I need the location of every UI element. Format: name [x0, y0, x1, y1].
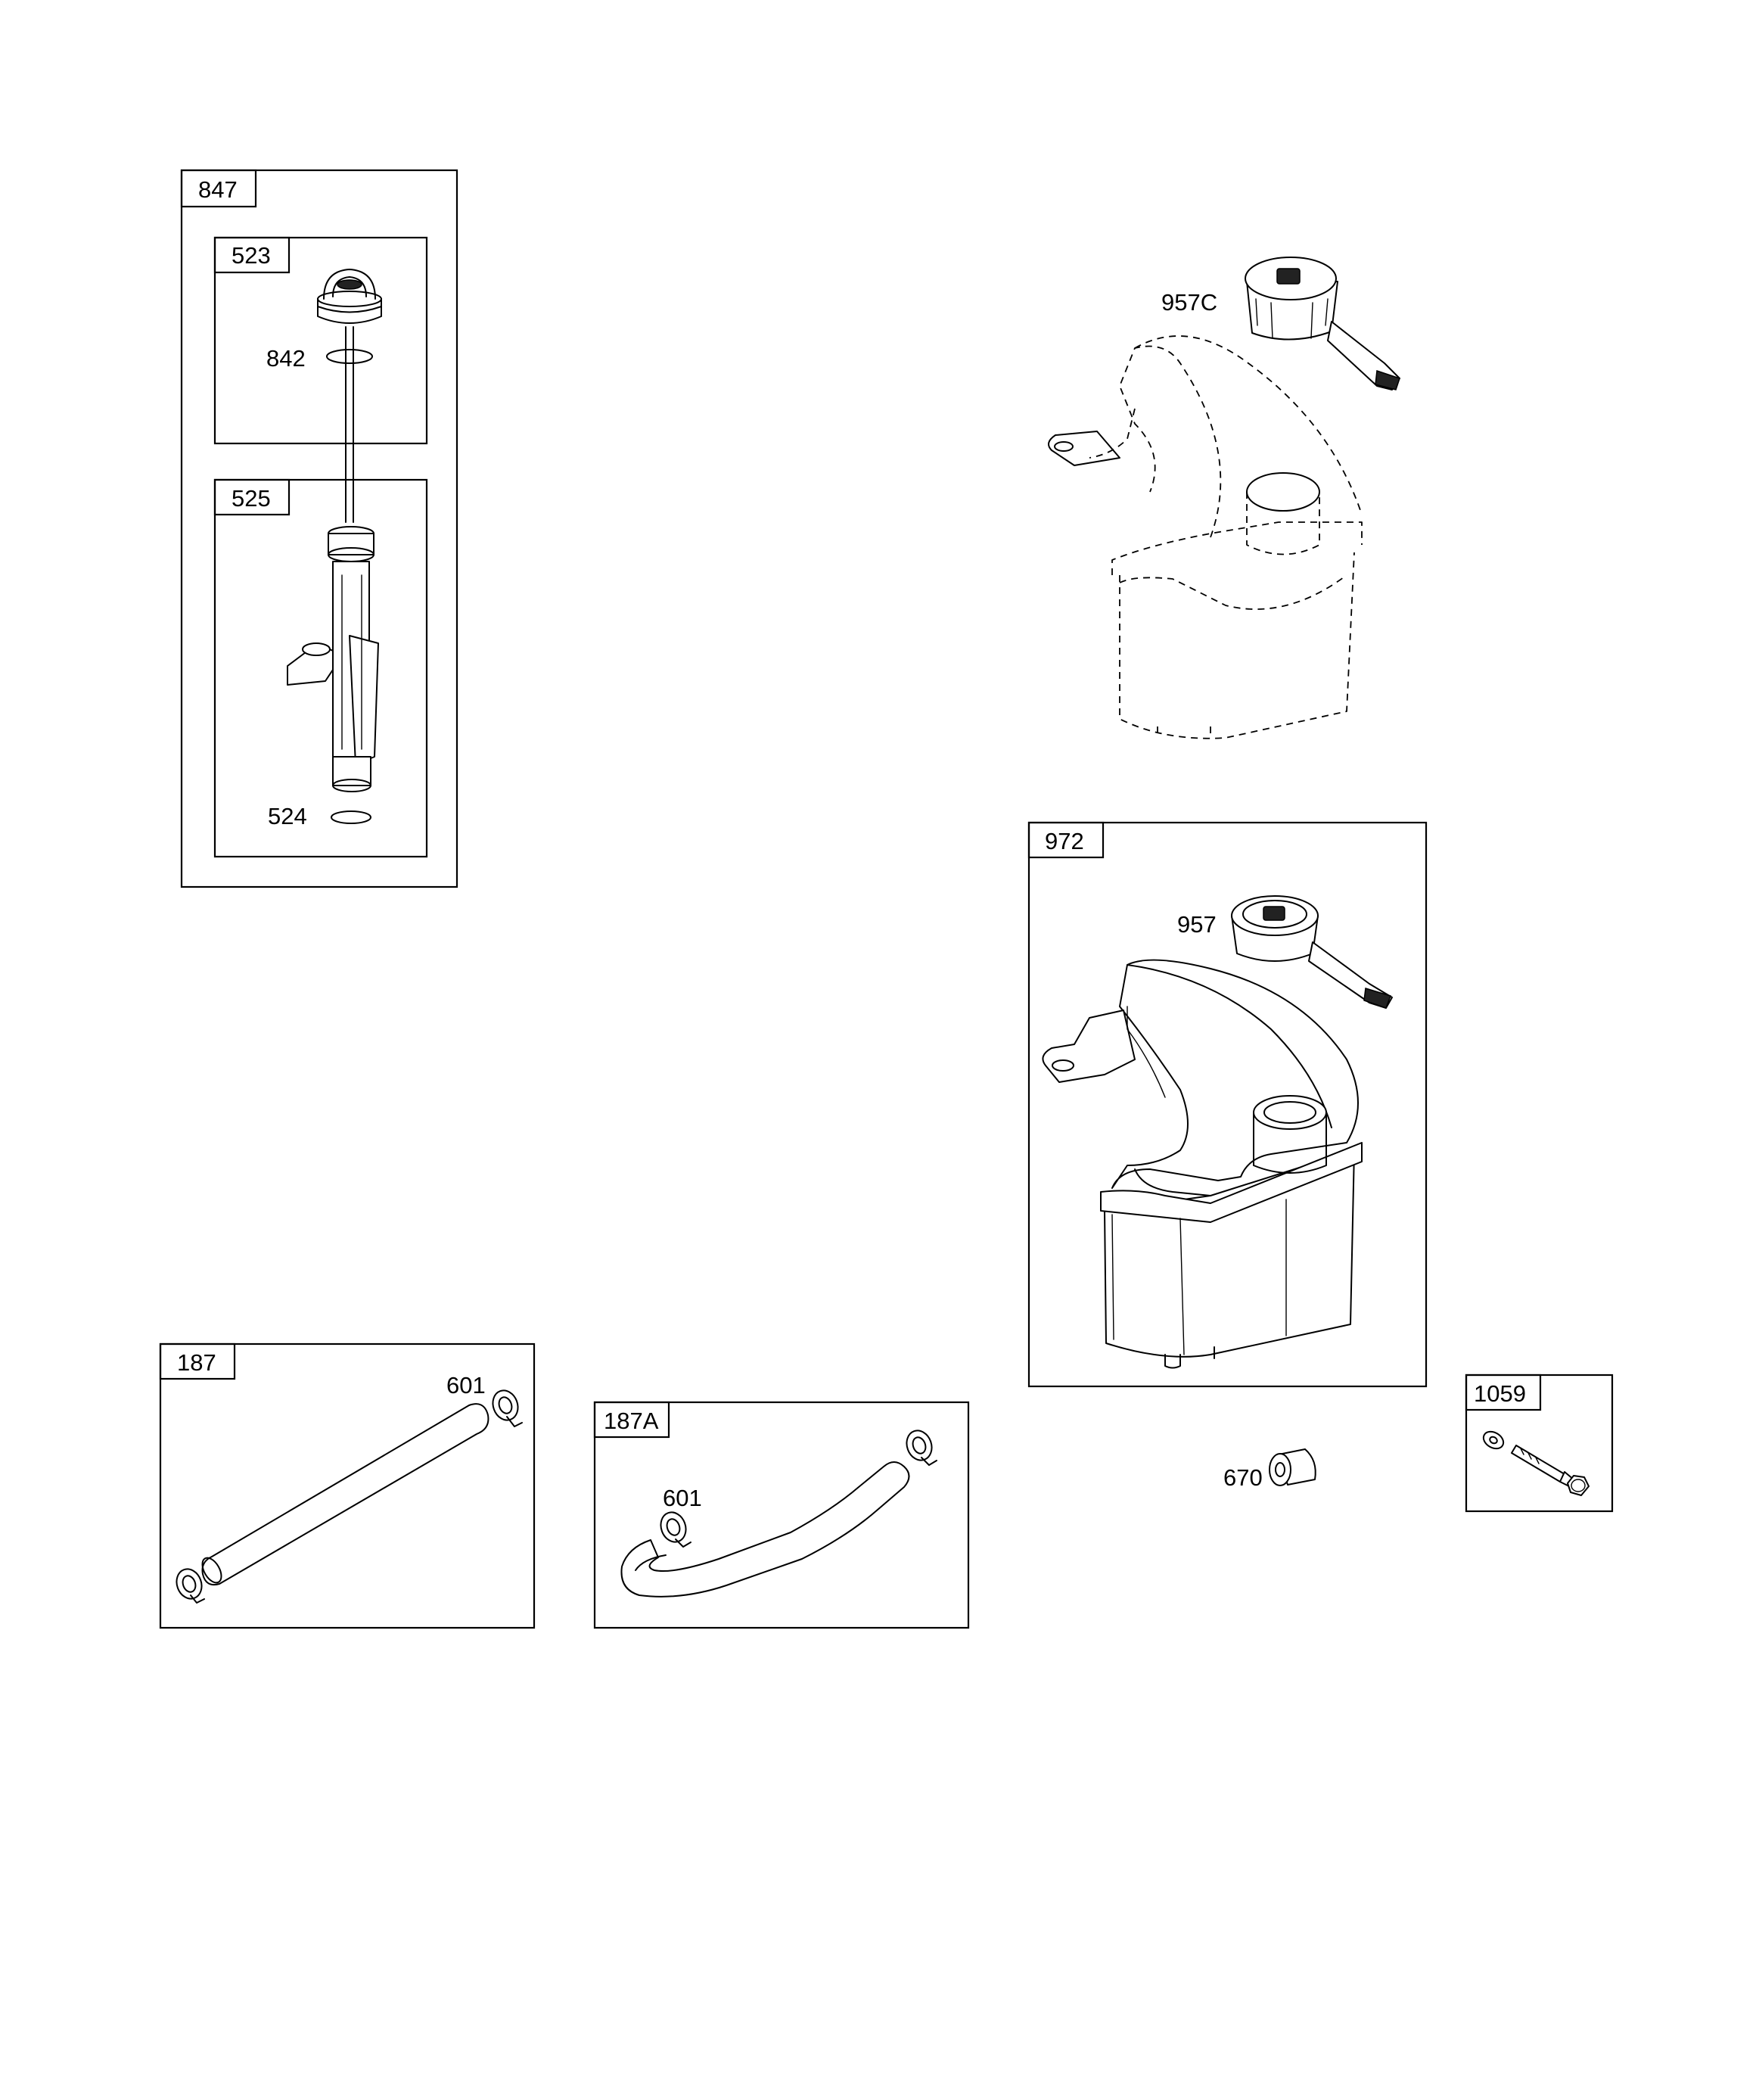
kit-187-group: 187 601 — [159, 1342, 536, 1629]
kit-525-label-box — [213, 478, 291, 516]
part-601-b-label: 601 — [663, 1485, 702, 1511]
kit-1059-label: 1059 — [1474, 1380, 1526, 1407]
straight-fuel-line-drawing — [201, 1403, 489, 1586]
kit-1059-label-box — [1465, 1374, 1542, 1411]
fuel-tank-972-drawing — [1042, 959, 1363, 1369]
dipstick-cap-drawing — [317, 269, 382, 324]
kit-523-label: 523 — [232, 242, 271, 269]
kit-187-label-box — [159, 1342, 236, 1380]
kit-525-frame — [213, 478, 428, 858]
kit-847-frame — [180, 169, 458, 888]
fuel-cap-957C-drawing — [1245, 257, 1400, 390]
kit-187-frame — [159, 1342, 536, 1629]
part-670-group: 670 — [1223, 1448, 1316, 1491]
kit-847-label-box — [180, 169, 257, 208]
kit-523-label-box — [213, 236, 291, 274]
hose-clamp-right — [906, 1430, 937, 1466]
kit-972-label: 972 — [1045, 828, 1084, 854]
kit-972-group: 972 957 — [1027, 821, 1428, 1388]
kit-187-label: 187 — [177, 1349, 216, 1376]
kit-972-label-box — [1027, 821, 1105, 859]
hose-clamp-left — [660, 1511, 691, 1548]
part-524-label: 524 — [268, 803, 307, 829]
dipstick-tube-drawing — [287, 526, 379, 792]
dashed-fuel-tank-group: 957C — [1048, 257, 1400, 739]
spacer-670-drawing — [1269, 1448, 1316, 1486]
part-670-label: 670 — [1223, 1464, 1263, 1491]
hose-clamp-top — [492, 1389, 523, 1427]
part-842-label: 842 — [266, 345, 306, 372]
kit-972-frame — [1027, 821, 1428, 1388]
bolt-1059-drawing — [1511, 1445, 1590, 1496]
fuel-tank-dashed-drawing — [1048, 335, 1363, 739]
dipstick-rod — [345, 326, 354, 523]
part-601-a-label: 601 — [446, 1372, 486, 1398]
part-957-label: 957 — [1177, 911, 1217, 938]
washer-1059-drawing — [1482, 1430, 1505, 1450]
kit-847-label: 847 — [198, 176, 238, 203]
kit-525-label: 525 — [232, 485, 271, 512]
o-ring-524 — [331, 810, 371, 824]
hose-clamp-bottom — [176, 1568, 205, 1604]
kit-847-group: 847 523 842 525 — [180, 169, 458, 888]
part-957C-label: 957C — [1161, 289, 1217, 316]
kit-187A-label-box — [593, 1401, 670, 1439]
kit-187A-label: 187A — [604, 1408, 659, 1434]
kit-187A-group: 187A 601 — [593, 1401, 970, 1629]
o-ring-842 — [326, 349, 373, 364]
kit-523-frame — [213, 236, 428, 445]
fuel-cap-957-drawing — [1231, 895, 1393, 1009]
kit-187A-frame — [593, 1401, 970, 1629]
kit-1059-group: 1059 — [1465, 1374, 1614, 1513]
bent-fuel-line-drawing — [620, 1461, 910, 1598]
